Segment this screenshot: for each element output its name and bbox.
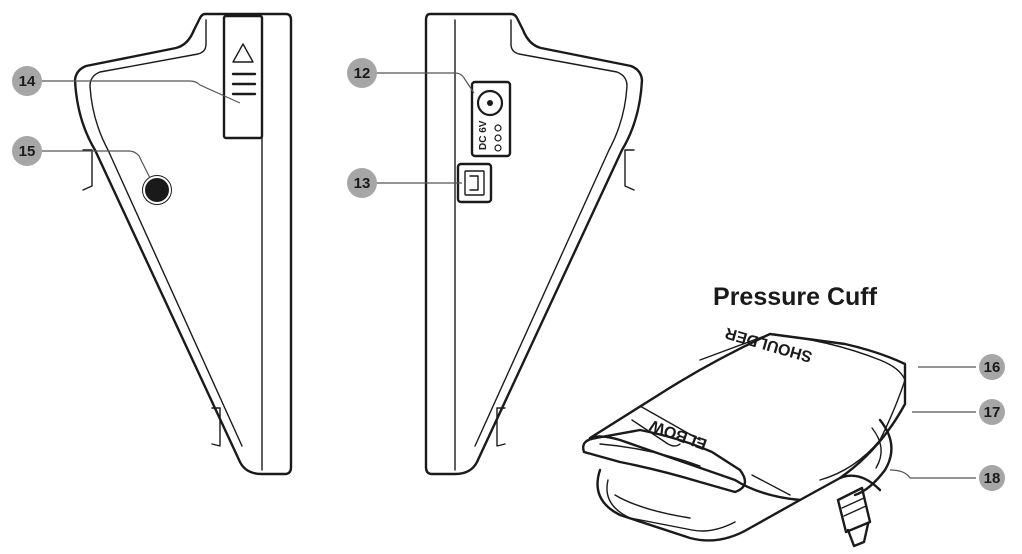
battery-door (222, 14, 264, 140)
callout-17: 17 (979, 399, 1005, 425)
leader-lines (42, 72, 976, 479)
callout-14: 14 (12, 66, 42, 96)
callout-13: 13 (347, 168, 377, 198)
port-label: DC 6V (478, 120, 489, 150)
svg-text:18: 18 (984, 470, 1001, 487)
pressure-cuff-title: Pressure Cuff (713, 283, 878, 311)
svg-text:14: 14 (19, 73, 36, 90)
svg-text:15: 15 (19, 143, 36, 160)
pressure-cuff-drawing: SHOULDER ELBOW (582, 324, 907, 548)
polarity-icon (494, 124, 502, 132)
svg-text:17: 17 (984, 404, 1001, 421)
callout-12: 12 (347, 58, 377, 88)
svg-text:16: 16 (984, 359, 1001, 376)
usb-port-icon (464, 170, 485, 196)
usb-port-panel (456, 162, 493, 204)
elbow-label: ELBOW (647, 416, 710, 453)
callout-15: 15 (12, 136, 42, 166)
arrow-up-icon (232, 43, 254, 63)
shoulder-label: SHOULDER (723, 324, 814, 365)
callout-16: 16 (979, 354, 1005, 380)
callout-18: 18 (979, 465, 1005, 491)
device-right-side: DC 6V (424, 12, 644, 476)
dc-jack-panel (470, 80, 512, 158)
svg-text:13: 13 (354, 175, 371, 192)
svg-text:12: 12 (354, 65, 371, 82)
device-left-side (73, 12, 293, 476)
round-port-icon (145, 178, 169, 202)
tube-connector-icon (836, 486, 872, 548)
dc-jack-icon (476, 89, 504, 117)
